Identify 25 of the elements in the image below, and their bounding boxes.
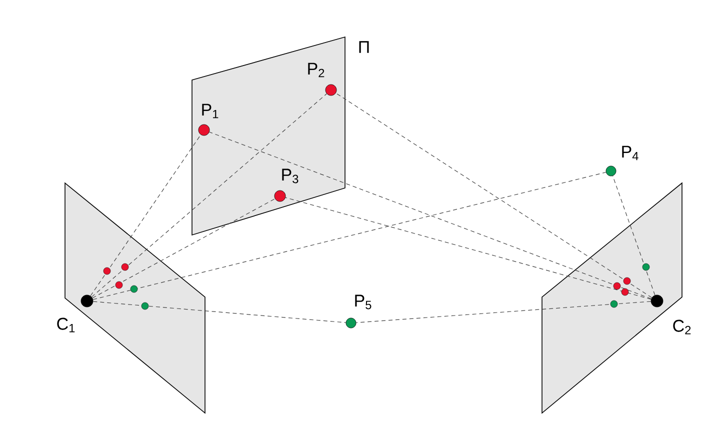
dashed-line [209, 132, 652, 300]
point: P$_{5}$ [346, 294, 372, 328]
node-label: P$_{2}$ [308, 62, 324, 78]
point: C$_{1}$ [57, 294, 94, 332]
dashed-line [612, 176, 656, 296]
dashed-line [92, 198, 276, 298]
node-label: C$_{1}$ [57, 318, 75, 332]
dashed-line [336, 92, 652, 298]
node-label: P$_{4}$ [622, 146, 638, 160]
node-label: P$_{3}$ [282, 168, 298, 184]
dashed-line [92, 301, 346, 323]
point: P$_{2}$ [308, 62, 337, 96]
node-label: Π [359, 41, 369, 53]
point: C$_{2}$ [650, 294, 691, 334]
dashed-line [92, 172, 606, 300]
node-label: P$_{5}$ [355, 294, 372, 310]
point: P$_{4}$ [606, 146, 638, 176]
dashed-line [356, 301, 652, 323]
point: P$_{1}$ [198, 104, 218, 136]
point: P$_{3}$ [274, 168, 298, 202]
node-label: P$_{1}$ [202, 104, 218, 118]
node-label: C$_{2}$ [673, 320, 691, 334]
dashed-line [285, 197, 652, 300]
dashed-line [91, 93, 327, 298]
dashed-line [90, 134, 202, 296]
